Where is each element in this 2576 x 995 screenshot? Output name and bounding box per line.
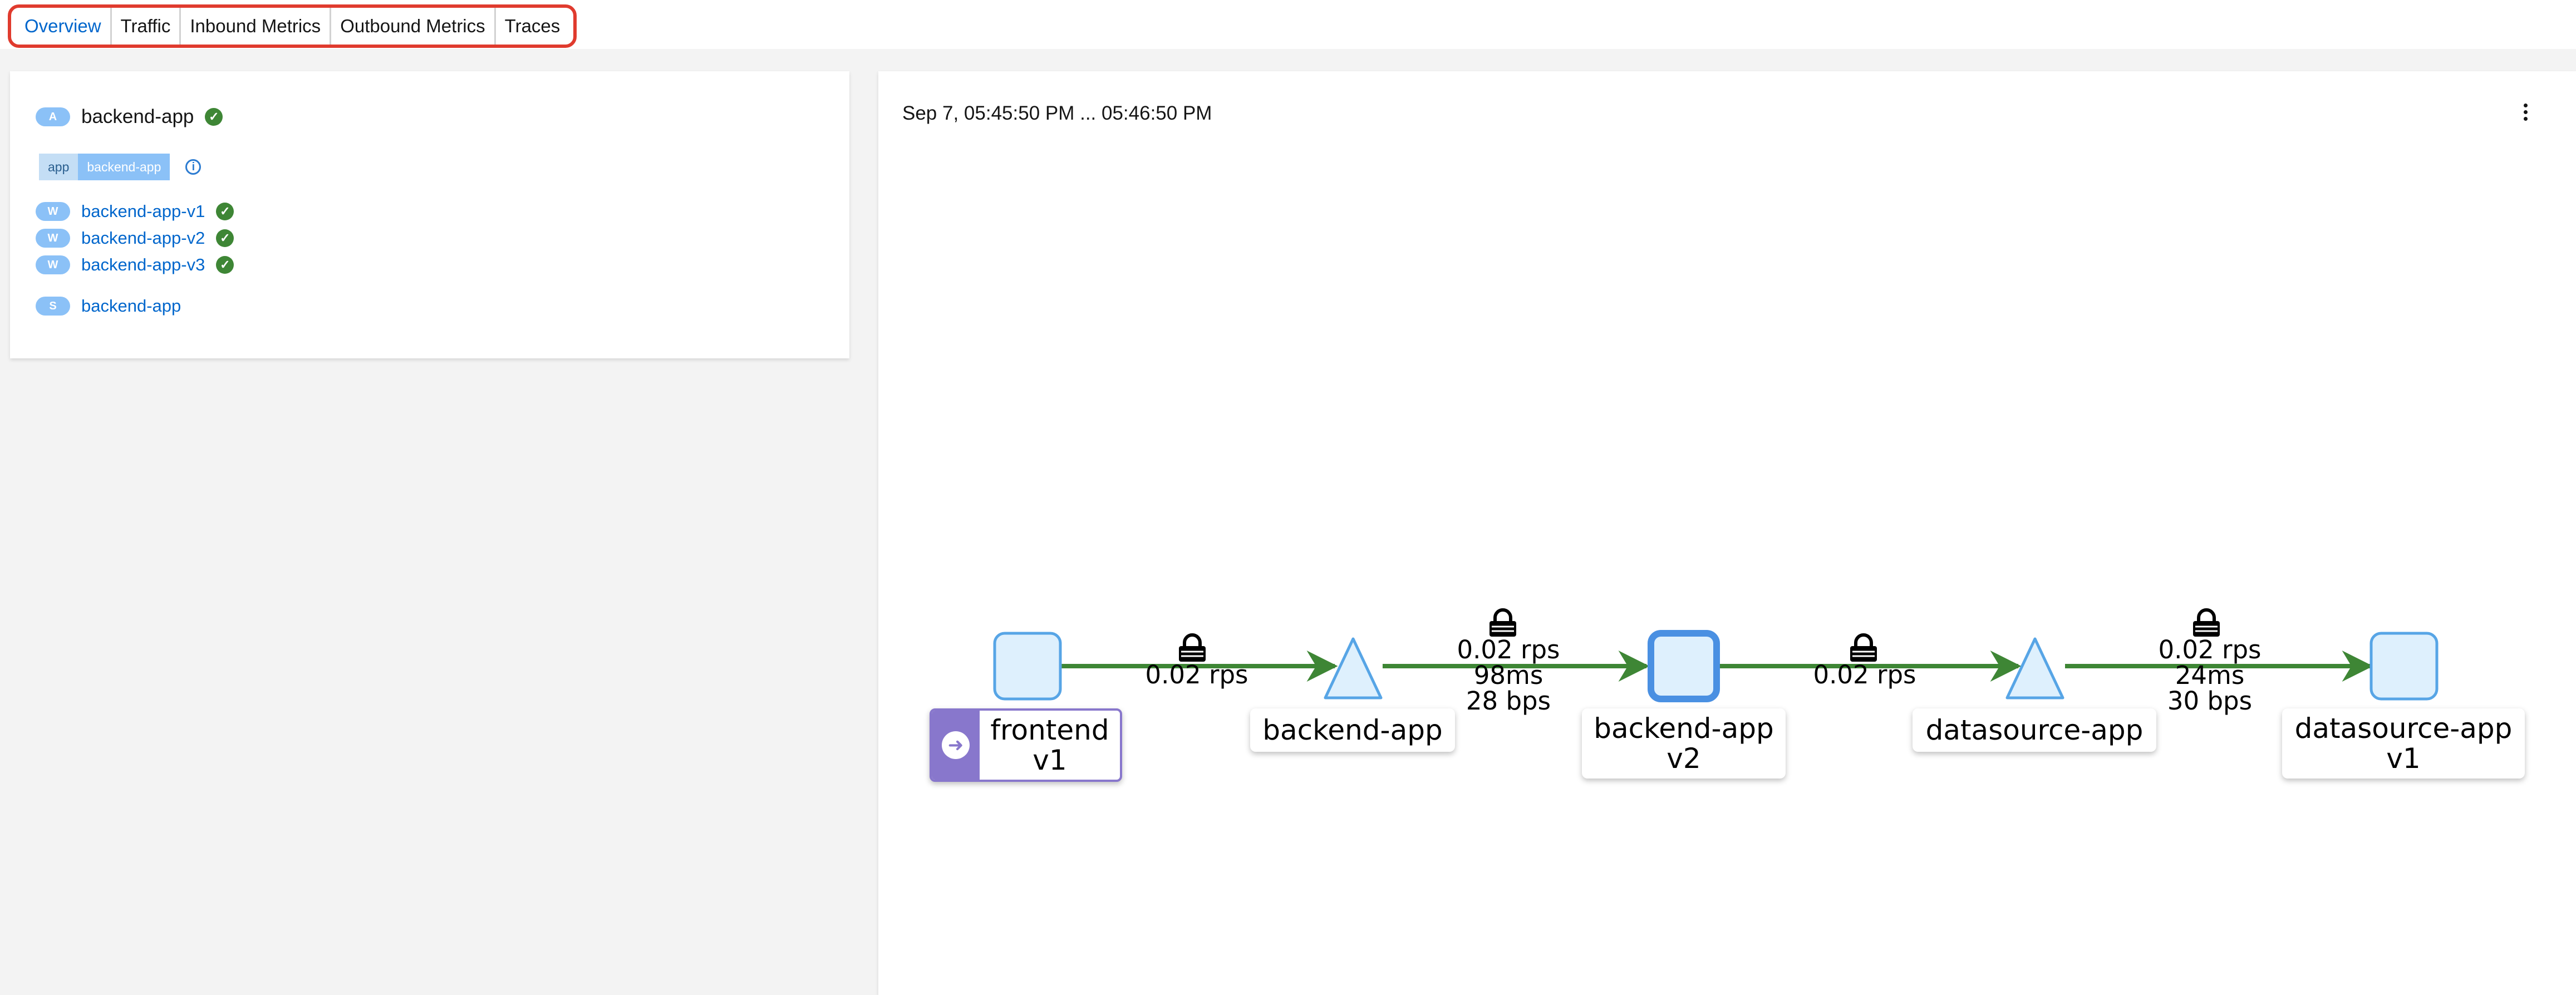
workload-link-v1[interactable]: backend-app-v1 xyxy=(81,201,205,221)
edge-label: 0.02 rps 24ms 30 bps xyxy=(2126,637,2293,714)
edge-rps: 0.02 rps xyxy=(1813,660,1916,689)
service-link[interactable]: backend-app xyxy=(81,296,181,316)
tab-traces[interactable]: Traces xyxy=(504,16,561,36)
edge-latency: 98ms xyxy=(1473,661,1543,690)
edge-rps: 0.02 rps xyxy=(1457,635,1560,664)
node-label-backend-app-service[interactable]: backend-app xyxy=(1250,708,1455,752)
node-name: backend-app xyxy=(1262,714,1443,746)
service-badge: S xyxy=(36,297,70,316)
top-bar: Overview Traffic Inbound Metrics Outboun… xyxy=(0,0,2576,49)
app-row: A backend-app ✓ xyxy=(36,106,223,128)
app-name: backend-app xyxy=(81,106,194,127)
workload-item: W backend-app-v3 ✓ xyxy=(36,255,234,275)
tab-traffic[interactable]: Traffic xyxy=(112,8,181,45)
graph-card xyxy=(878,71,2576,995)
service-item: S backend-app xyxy=(36,296,181,316)
workload-badge: W xyxy=(36,202,70,221)
label-key: app xyxy=(39,154,78,180)
workload-node[interactable] xyxy=(993,632,1062,701)
app-label-row: app backend-app i xyxy=(39,154,201,180)
check-circle-icon: ✓ xyxy=(216,203,234,220)
workload-badge: W xyxy=(36,255,70,274)
workload-node[interactable] xyxy=(2369,632,2439,701)
tab-outbound-metrics[interactable]: Outbound Metrics xyxy=(331,8,496,45)
node-name: datasource-app xyxy=(1925,714,2144,746)
service-node[interactable] xyxy=(2005,637,2064,700)
edge-label: 0.02 rps xyxy=(1119,662,1275,688)
label-chip: app backend-app xyxy=(39,154,170,180)
node-label-frontend[interactable]: ➜ frontend v1 xyxy=(930,708,1122,782)
node-name: frontend xyxy=(990,714,1109,746)
node-version: v1 xyxy=(2386,742,2421,775)
arrow-right-circle-icon: ➜ xyxy=(942,731,970,759)
workload-link-v2[interactable]: backend-app-v2 xyxy=(81,228,205,248)
app-badge: A xyxy=(36,107,70,126)
workload-item: W backend-app-v2 ✓ xyxy=(36,228,234,248)
lock-icon xyxy=(2193,608,2220,637)
root-node-badge: ➜ xyxy=(932,711,980,780)
check-circle-icon: ✓ xyxy=(216,256,234,274)
edge-latency: 24ms xyxy=(2175,661,2245,690)
service-node[interactable] xyxy=(1324,637,1383,700)
workload-badge: W xyxy=(36,229,70,248)
check-circle-icon: ✓ xyxy=(205,108,223,126)
kebab-menu-icon[interactable] xyxy=(2524,104,2528,121)
workload-link-v3[interactable]: backend-app-v3 xyxy=(81,255,205,274)
edge-rps: 0.02 rps xyxy=(2158,635,2262,664)
edge-label: 0.02 rps xyxy=(1787,662,1943,688)
workload-item: W backend-app-v1 ✓ xyxy=(36,201,234,221)
overview-card: A backend-app ✓ app backend-app i W back… xyxy=(10,71,849,358)
node-version: v1 xyxy=(1033,744,1067,776)
label-value: backend-app xyxy=(78,154,170,180)
edge-rps: 0.02 rps xyxy=(1145,660,1248,689)
node-label-backend-app-v2[interactable]: backend-app v2 xyxy=(1582,708,1786,779)
node-name: datasource-app xyxy=(2294,712,2513,745)
node-label-datasource-app-service[interactable]: datasource-app xyxy=(1913,708,2156,752)
edge-throughput: 28 bps xyxy=(1466,686,1551,716)
tab-overview[interactable]: Overview xyxy=(16,8,112,45)
info-icon[interactable]: i xyxy=(185,159,201,175)
tab-inbound-metrics[interactable]: Inbound Metrics xyxy=(181,8,332,45)
lock-icon xyxy=(1489,608,1516,637)
workload-node-selected[interactable] xyxy=(1648,630,1720,702)
edge-throughput: 30 bps xyxy=(2167,686,2253,716)
check-circle-icon: ✓ xyxy=(216,229,234,247)
graph-time-range: Sep 7, 05:45:50 PM ... 05:46:50 PM xyxy=(902,102,1212,124)
tab-bar: Overview Traffic Inbound Metrics Outboun… xyxy=(8,4,577,48)
lock-icon xyxy=(1850,633,1877,662)
node-version: v2 xyxy=(1666,742,1701,775)
lock-icon xyxy=(1179,633,1206,662)
edge-label: 0.02 rps 98ms 28 bps xyxy=(1425,637,1592,714)
node-name: backend-app xyxy=(1594,712,1774,745)
node-label-datasource-app-v1[interactable]: datasource-app v1 xyxy=(2282,708,2525,779)
